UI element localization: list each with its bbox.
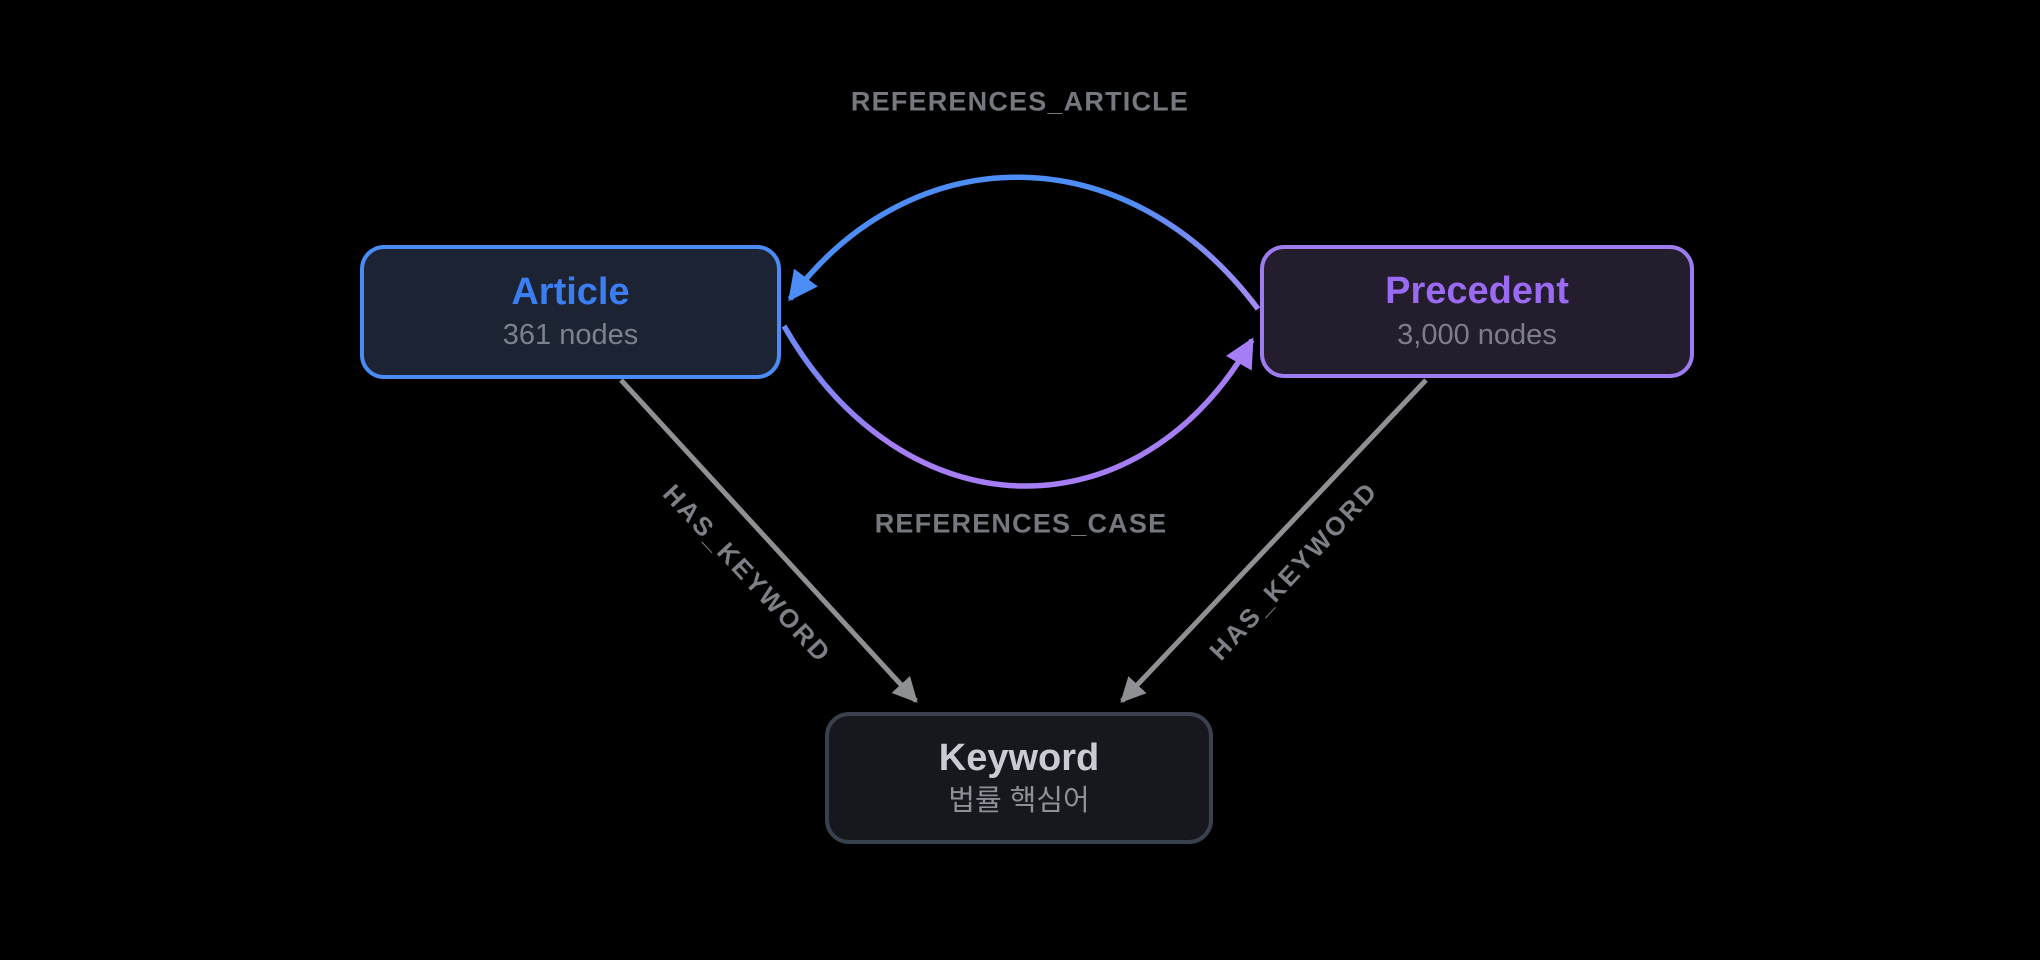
node-article-subtitle: 361 nodes	[502, 319, 639, 352]
edge-label-references-case: REFERENCES_CASE	[874, 508, 1168, 539]
edge-label-references-article: REFERENCES_ARTICLE	[850, 86, 1190, 117]
node-precedent-title: Precedent	[1385, 270, 1569, 313]
node-precedent-subtitle: 3,000 nodes	[1397, 318, 1557, 351]
node-keyword-title: Keyword	[938, 736, 1100, 779]
edge-has-keyword-left	[619, 378, 918, 703]
node-article-title: Article	[511, 270, 630, 313]
node-keyword: Keyword 법률 핵심어	[825, 712, 1213, 844]
node-keyword-subtitle: 법률 핵심어	[948, 785, 1090, 818]
edge-has-keyword-right	[1120, 378, 1428, 703]
edge-references-article	[787, 174, 1261, 311]
edge-references-case	[781, 324, 1255, 489]
node-precedent: Precedent 3,000 nodes	[1260, 245, 1694, 378]
node-article: Article 361 nodes	[360, 245, 781, 379]
